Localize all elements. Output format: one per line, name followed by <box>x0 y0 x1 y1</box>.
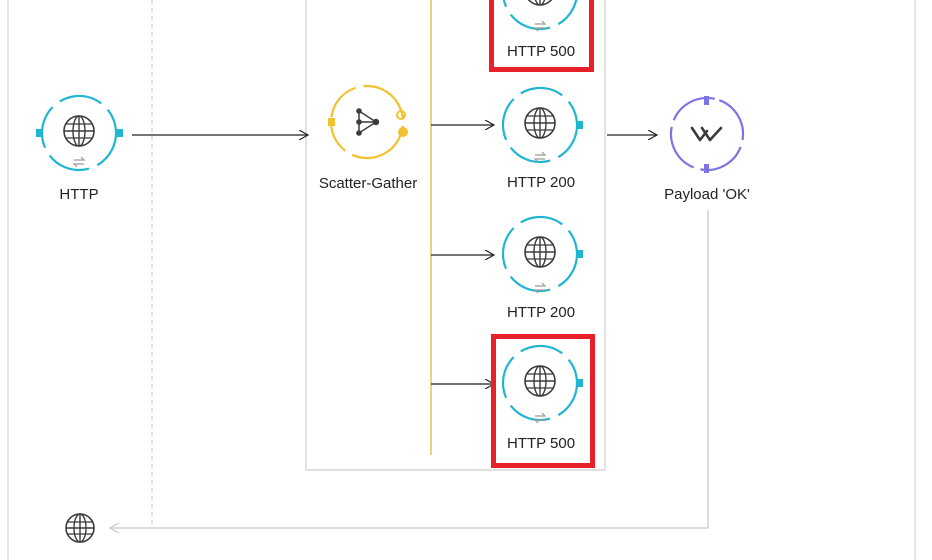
error-highlight-box-2 <box>491 334 595 468</box>
globe-icon <box>524 236 556 268</box>
http-request-ring-3 <box>501 215 579 293</box>
globe-icon <box>524 107 556 139</box>
http-request-port-3 <box>576 250 583 258</box>
http-listener-node[interactable] <box>36 91 123 175</box>
scatter-gather-icon <box>356 108 380 136</box>
scatter-gather-node[interactable] <box>319 74 415 170</box>
exchange-arrows-icon <box>533 151 547 163</box>
set-payload-label: Payload 'OK' <box>664 186 750 203</box>
scatter-gather-ring <box>329 84 405 160</box>
http-listener-label: HTTP <box>59 186 99 203</box>
response-return-line <box>110 210 709 528</box>
http-listener-port-right <box>116 129 123 137</box>
http-request-port-2 <box>576 121 583 129</box>
http-request-port-4 <box>576 379 583 387</box>
route-label-3: HTTP 200 <box>506 304 576 321</box>
globe-icon <box>527 0 553 6</box>
globe-icon[interactable] <box>65 513 95 543</box>
http-request-ring-2 <box>501 86 579 164</box>
http-request-node-1[interactable] <box>498 0 582 34</box>
set-payload-port-bottom <box>704 164 709 173</box>
set-payload-icon <box>690 126 723 142</box>
globe-icon <box>524 365 556 397</box>
exchange-arrows-icon <box>533 20 547 32</box>
http-request-ring-4 <box>501 344 579 422</box>
http-request-node-4[interactable] <box>498 341 583 425</box>
scatter-gather-scope[interactable] <box>305 0 606 471</box>
scatter-gather-port-left <box>328 118 335 126</box>
exchange-arrows-icon <box>533 412 547 424</box>
scatter-gather-label: Scatter-Gather <box>318 175 418 192</box>
http-listener-port-left <box>36 129 43 137</box>
set-payload-port-top <box>704 96 709 105</box>
set-payload-node[interactable] <box>661 88 753 180</box>
globe-icon <box>63 115 95 147</box>
route-label-1: HTTP 500 <box>506 43 576 60</box>
exchange-arrows-icon <box>533 282 547 294</box>
route-label-2: HTTP 200 <box>506 174 576 191</box>
exchange-arrows-icon <box>72 156 86 168</box>
error-highlight-box-1 <box>489 0 594 72</box>
set-payload-ring <box>669 96 745 172</box>
scatter-gather-port-in <box>398 127 408 137</box>
http-listener-ring <box>40 94 118 172</box>
http-request-ring-1 <box>501 0 579 31</box>
route-label-4: HTTP 500 <box>506 435 576 452</box>
http-request-node-2[interactable] <box>498 83 583 167</box>
scatter-gather-port-out <box>396 110 406 120</box>
http-request-node-3[interactable] <box>498 212 583 296</box>
